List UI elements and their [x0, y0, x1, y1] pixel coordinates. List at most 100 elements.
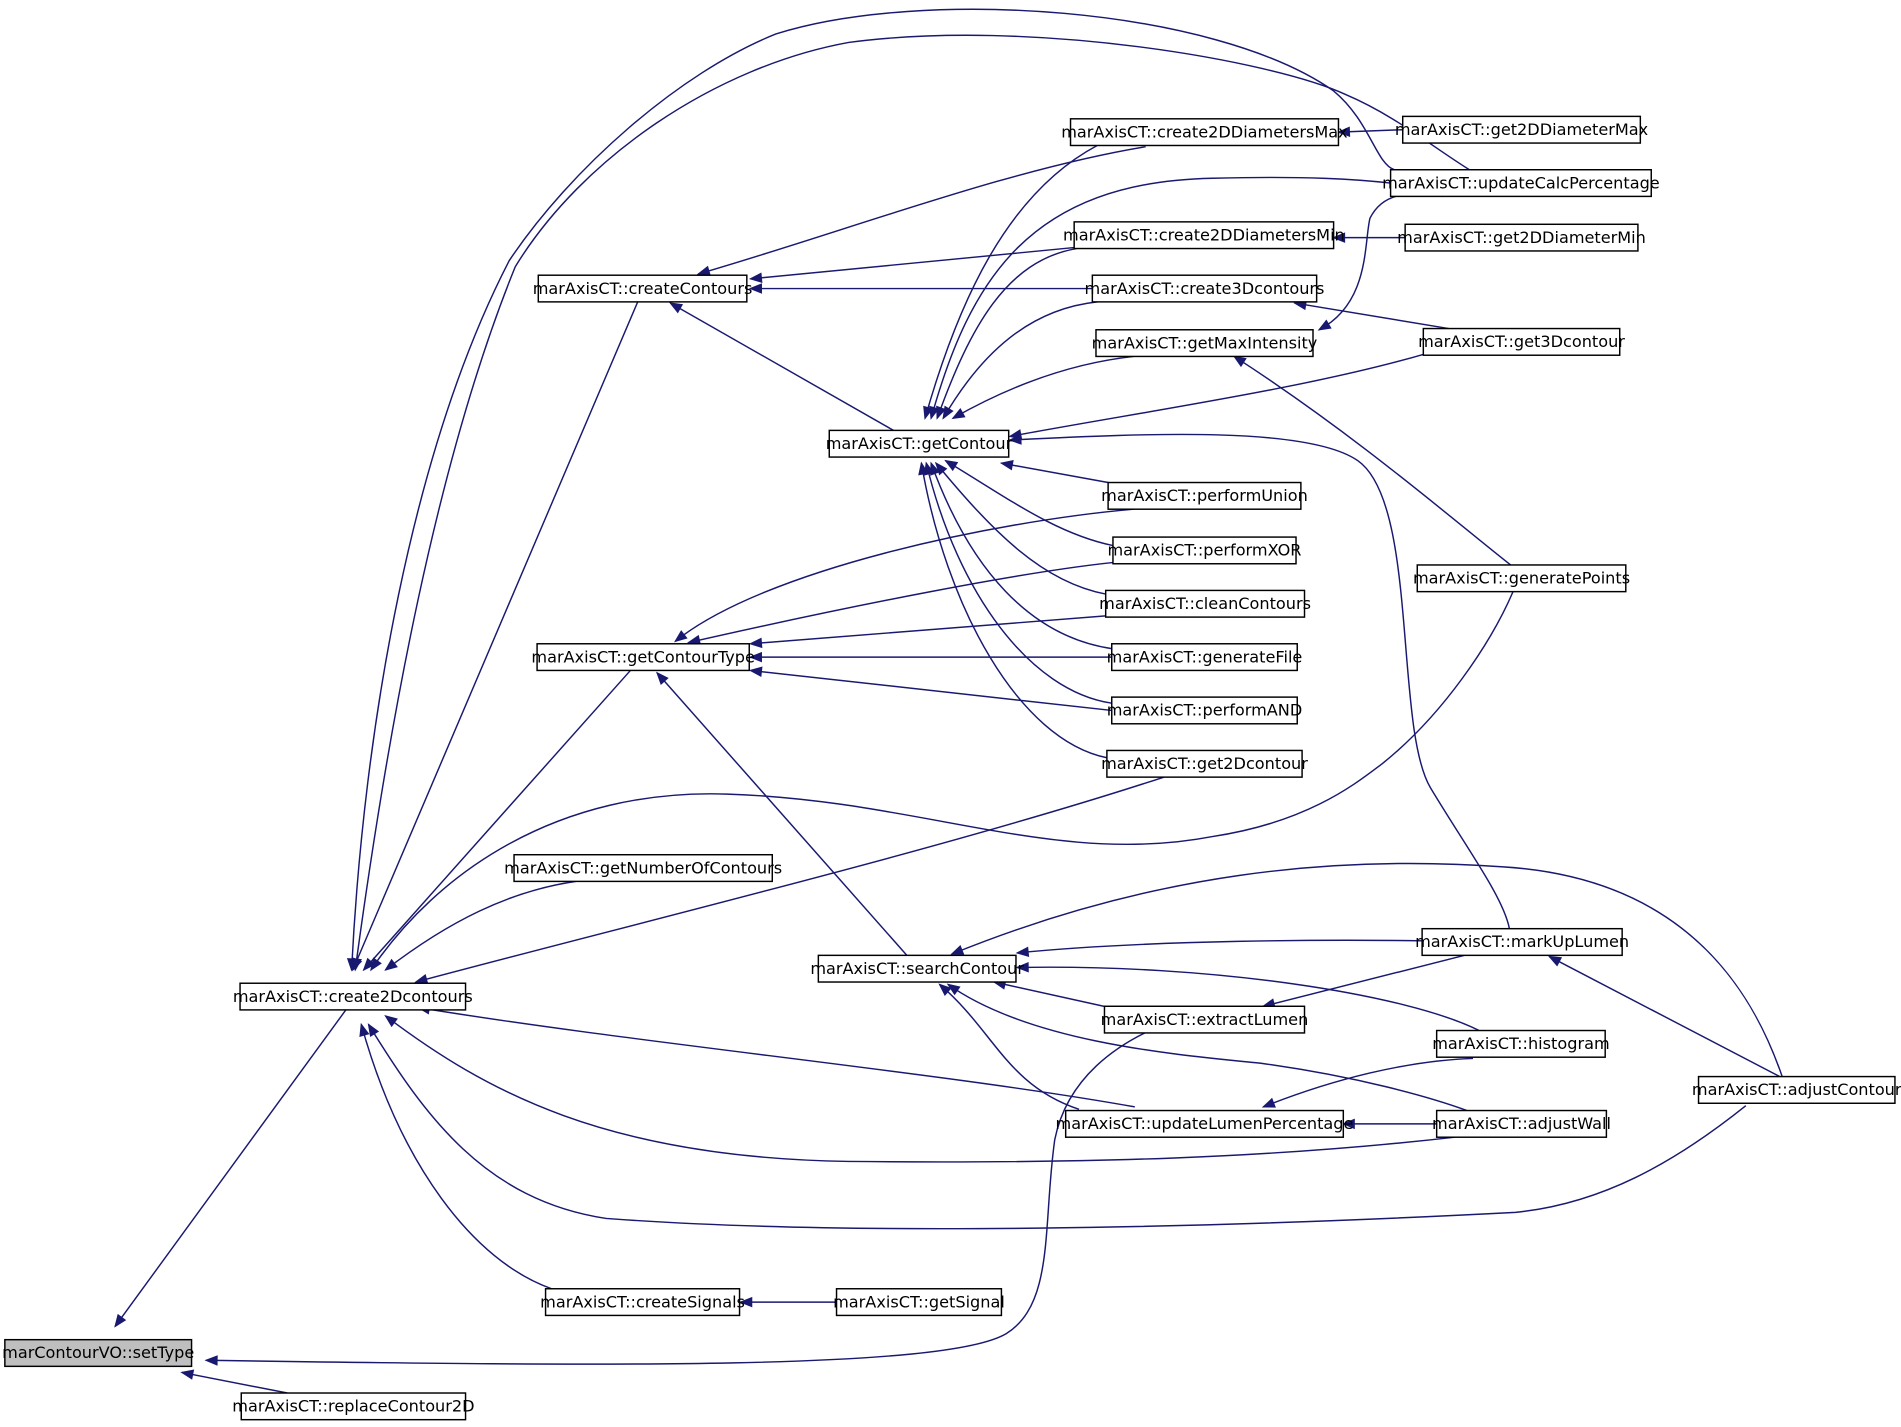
edge-create2Dcontours-from-updateLumenPercentage	[418, 1006, 1135, 1108]
node-generateFile[interactable]: marAxisCT::generateFile	[1107, 643, 1303, 672]
edge-setType-from-create2Dcontours	[114, 1008, 348, 1327]
node-getContourType[interactable]: marAxisCT::getContourType	[531, 643, 755, 672]
edge-create2Dcontours-from-adjustContour	[367, 1024, 1747, 1230]
node-box-performUnion	[1107, 481, 1302, 510]
edge-create2DDiametersMax-from-get2DDiameterMax-arrowhead	[1336, 126, 1351, 137]
node-cleanContours[interactable]: marAxisCT::cleanContours	[1099, 589, 1311, 618]
node-create2Dcontours[interactable]: marAxisCT::create2Dcontours	[233, 982, 473, 1011]
node-createContours[interactable]: marAxisCT::createContours	[533, 274, 753, 303]
node-label-performXOR: marAxisCT::performXOR	[1107, 541, 1301, 560]
edge-getContourType-from-cleanContours-arrowhead	[748, 637, 763, 649]
edge-searchContour-from-markUpLumen	[1017, 939, 1423, 954]
edge-setType-from-create2Dcontours-arrowhead	[114, 1313, 127, 1328]
node-box-get2DDiameterMax	[1401, 115, 1642, 144]
node-box-histogram	[1435, 1029, 1606, 1058]
node-box-create2DDiametersMax	[1069, 118, 1340, 147]
node-getNumberOfContours[interactable]: marAxisCT::getNumberOfContours	[504, 853, 782, 883]
node-box-setType	[4, 1338, 193, 1368]
edge-getContourType-from-performXOR	[688, 560, 1126, 644]
node-create2DDiametersMax[interactable]: marAxisCT::create2DDiametersMax	[1061, 118, 1348, 147]
node-label-generatePoints: marAxisCT::generatePoints	[1413, 569, 1630, 588]
edge-createContours-from-create3Dcontours-arrowhead	[748, 283, 762, 294]
node-getContour[interactable]: marAxisCT::getContour	[826, 429, 1013, 458]
node-adjustContour[interactable]: marAxisCT::adjustContour	[1692, 1075, 1901, 1104]
node-label-get3Dcontour: marAxisCT::get3Dcontour	[1418, 332, 1625, 351]
edge-getContour-from-cleanContours	[935, 462, 1106, 595]
node-get2DDiameterMin[interactable]: marAxisCT::get2DDiameterMin	[1397, 223, 1646, 252]
node-label-get2DDiameterMax: marAxisCT::get2DDiameterMax	[1395, 120, 1648, 139]
edge-searchContour-from-markUpLumen-arrowhead	[1015, 946, 1030, 958]
edge-create2Dcontours-from-updateCalcPercentage-arrowhead	[351, 957, 362, 972]
node-searchContour[interactable]: marAxisCT::searchContour	[810, 954, 1024, 983]
edge-getContour-from-markUpLumen	[1009, 433, 1511, 929]
edge-getContour-from-create2DDiametersMax	[924, 144, 1098, 419]
edge-updateLumenPercentage-from-adjustWall-arrowhead	[1341, 1118, 1355, 1130]
edge-create2Dcontours-from-updateCalcPercentage	[354, 34, 1470, 970]
node-performUnion[interactable]: marAxisCT::performUnion	[1101, 481, 1308, 510]
node-box-extractLumen	[1103, 1005, 1306, 1034]
node-get3Dcontour[interactable]: marAxisCT::get3Dcontour	[1418, 327, 1625, 356]
edge-searchContour-from-histogram	[1017, 966, 1480, 1032]
node-label-updateCalcPercentage: marAxisCT::updateCalcPercentage	[1382, 173, 1660, 192]
node-create2DDiametersMin[interactable]: marAxisCT::create2DDiametersMin	[1063, 221, 1345, 250]
edge-create2Dcontours-from-adjustWall	[385, 1015, 1455, 1163]
edge-create2Dcontours-from-getNumberOfContours	[385, 880, 576, 971]
node-updateLumenPercentage[interactable]: marAxisCT::updateLumenPercentage	[1056, 1109, 1354, 1138]
edge-getContour-from-performAND	[925, 462, 1112, 704]
edge-getContour-from-cleanContours-arrowhead	[934, 461, 948, 476]
edge-getMaxIntensity-from-generatePoints	[1233, 355, 1512, 566]
node-histogram[interactable]: marAxisCT::histogram	[1432, 1029, 1610, 1058]
edge-getContour-from-generateFile	[930, 462, 1112, 650]
node-replaceContour2D[interactable]: marAxisCT::replaceContour2D	[232, 1392, 475, 1421]
edge-getContour-from-markUpLumen-arrowhead	[1008, 434, 1022, 445]
edge-getContour-from-create2DDiametersMin-arrowhead	[936, 405, 947, 420]
node-label-replaceContour2D: marAxisCT::replaceContour2D	[232, 1397, 474, 1416]
edge-create2Dcontours-from-create2DDiametersMax	[350, 8, 1395, 970]
node-markUpLumen[interactable]: marAxisCT::markUpLumen	[1415, 927, 1629, 957]
node-performXOR[interactable]: marAxisCT::performXOR	[1107, 536, 1301, 565]
node-box-create2DDiametersMin	[1073, 221, 1335, 250]
node-box-getSignal	[835, 1288, 1003, 1317]
node-box-updateLumenPercentage	[1064, 1109, 1345, 1138]
edge-getContour-from-get2Dcontour-arrowhead	[918, 461, 929, 476]
node-box-get3Dcontour	[1422, 327, 1621, 356]
node-label-get2DDiameterMin: marAxisCT::get2DDiameterMin	[1397, 228, 1646, 247]
node-generatePoints[interactable]: marAxisCT::generatePoints	[1413, 564, 1630, 593]
node-box-getNumberOfContours	[513, 853, 774, 883]
edge-updateLumenPercentage-from-histogram-arrowhead	[1261, 1097, 1276, 1108]
node-setType[interactable]: marContourVO::setType	[2, 1338, 194, 1368]
edge-searchContour-from-updateLumenPercentage	[939, 983, 1080, 1111]
node-box-createSignals	[544, 1288, 741, 1317]
node-getMaxIntensity[interactable]: marAxisCT::getMaxIntensity	[1092, 329, 1318, 358]
node-performAND[interactable]: marAxisCT::performAND	[1107, 696, 1303, 725]
node-box-performXOR	[1112, 536, 1297, 565]
node-create3Dcontours[interactable]: marAxisCT::create3Dcontours	[1085, 274, 1325, 303]
edge-getContour-from-performXOR	[945, 460, 1114, 547]
edge-setType-from-extractLumen	[206, 1021, 1171, 1365]
node-get2Dcontour[interactable]: marAxisCT::get2Dcontour	[1101, 749, 1308, 778]
edge-searchContour-from-histogram-arrowhead	[1015, 962, 1029, 973]
node-createSignals[interactable]: marAxisCT::createSignals	[540, 1288, 745, 1317]
edge-getMaxIntensity-from-generatePoints-arrowhead	[1232, 355, 1247, 368]
edge-markUpLumen-from-adjustContour	[1549, 955, 1781, 1078]
edge-getContourType-from-performAND	[750, 669, 1112, 712]
node-box-performAND	[1111, 696, 1298, 725]
node-label-histogram: marAxisCT::histogram	[1432, 1034, 1609, 1053]
node-adjustWall[interactable]: marAxisCT::adjustWall	[1432, 1109, 1611, 1138]
edge-getContourType-from-searchContour-arrowhead	[656, 671, 669, 685]
node-label-performUnion: marAxisCT::performUnion	[1101, 486, 1308, 505]
node-updateCalcPercentage[interactable]: marAxisCT::updateCalcPercentage	[1382, 169, 1660, 198]
node-extractLumen[interactable]: marAxisCT::extractLumen	[1101, 1005, 1309, 1034]
edge-create2Dcontours-from-adjustContour-arrowhead	[367, 1023, 380, 1038]
node-box-adjustWall	[1435, 1109, 1608, 1138]
edge-create3Dcontours-from-get3Dcontour	[1294, 302, 1449, 330]
node-box-getContour	[828, 429, 1010, 458]
node-label-create3Dcontours: marAxisCT::create3Dcontours	[1085, 279, 1325, 298]
node-box-generateFile	[1111, 643, 1298, 672]
node-getSignal[interactable]: marAxisCT::getSignal	[833, 1288, 1005, 1317]
node-get2DDiameterMax[interactable]: marAxisCT::get2DDiameterMax	[1395, 115, 1648, 144]
node-box-generatePoints	[1416, 564, 1627, 593]
edge-createContours-from-create2DDiametersMin	[750, 246, 1077, 280]
node-box-get2Dcontour	[1106, 749, 1303, 778]
